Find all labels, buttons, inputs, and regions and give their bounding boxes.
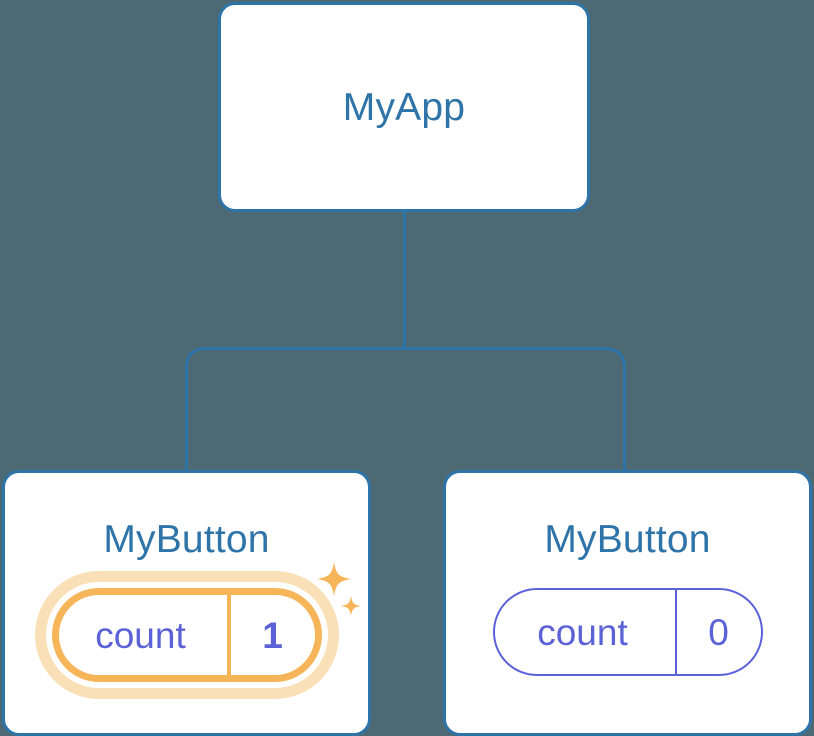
node-myapp[interactable]: MyApp xyxy=(218,2,590,212)
node-mybutton-left[interactable]: MyButton count 1 xyxy=(2,470,371,736)
state-pill-right-value: 0 xyxy=(674,590,761,674)
state-pill-right-key: count xyxy=(537,611,628,653)
node-mybutton-right-title: MyButton xyxy=(544,518,711,561)
state-pill-left[interactable]: count 1 xyxy=(51,588,322,682)
node-myapp-title: MyApp xyxy=(342,85,466,129)
state-pill-right-wrap: count 0 xyxy=(446,588,809,676)
state-pill-left-key: count xyxy=(95,614,186,656)
state-pill-left-wrap: count 1 xyxy=(5,588,368,682)
node-mybutton-left-title: MyButton xyxy=(103,518,270,561)
node-mybutton-right[interactable]: MyButton count 0 xyxy=(443,470,812,736)
state-pill-right[interactable]: count 0 xyxy=(492,588,763,676)
state-pill-left-value: 1 xyxy=(226,595,315,675)
edge-branch-bar xyxy=(185,347,626,472)
